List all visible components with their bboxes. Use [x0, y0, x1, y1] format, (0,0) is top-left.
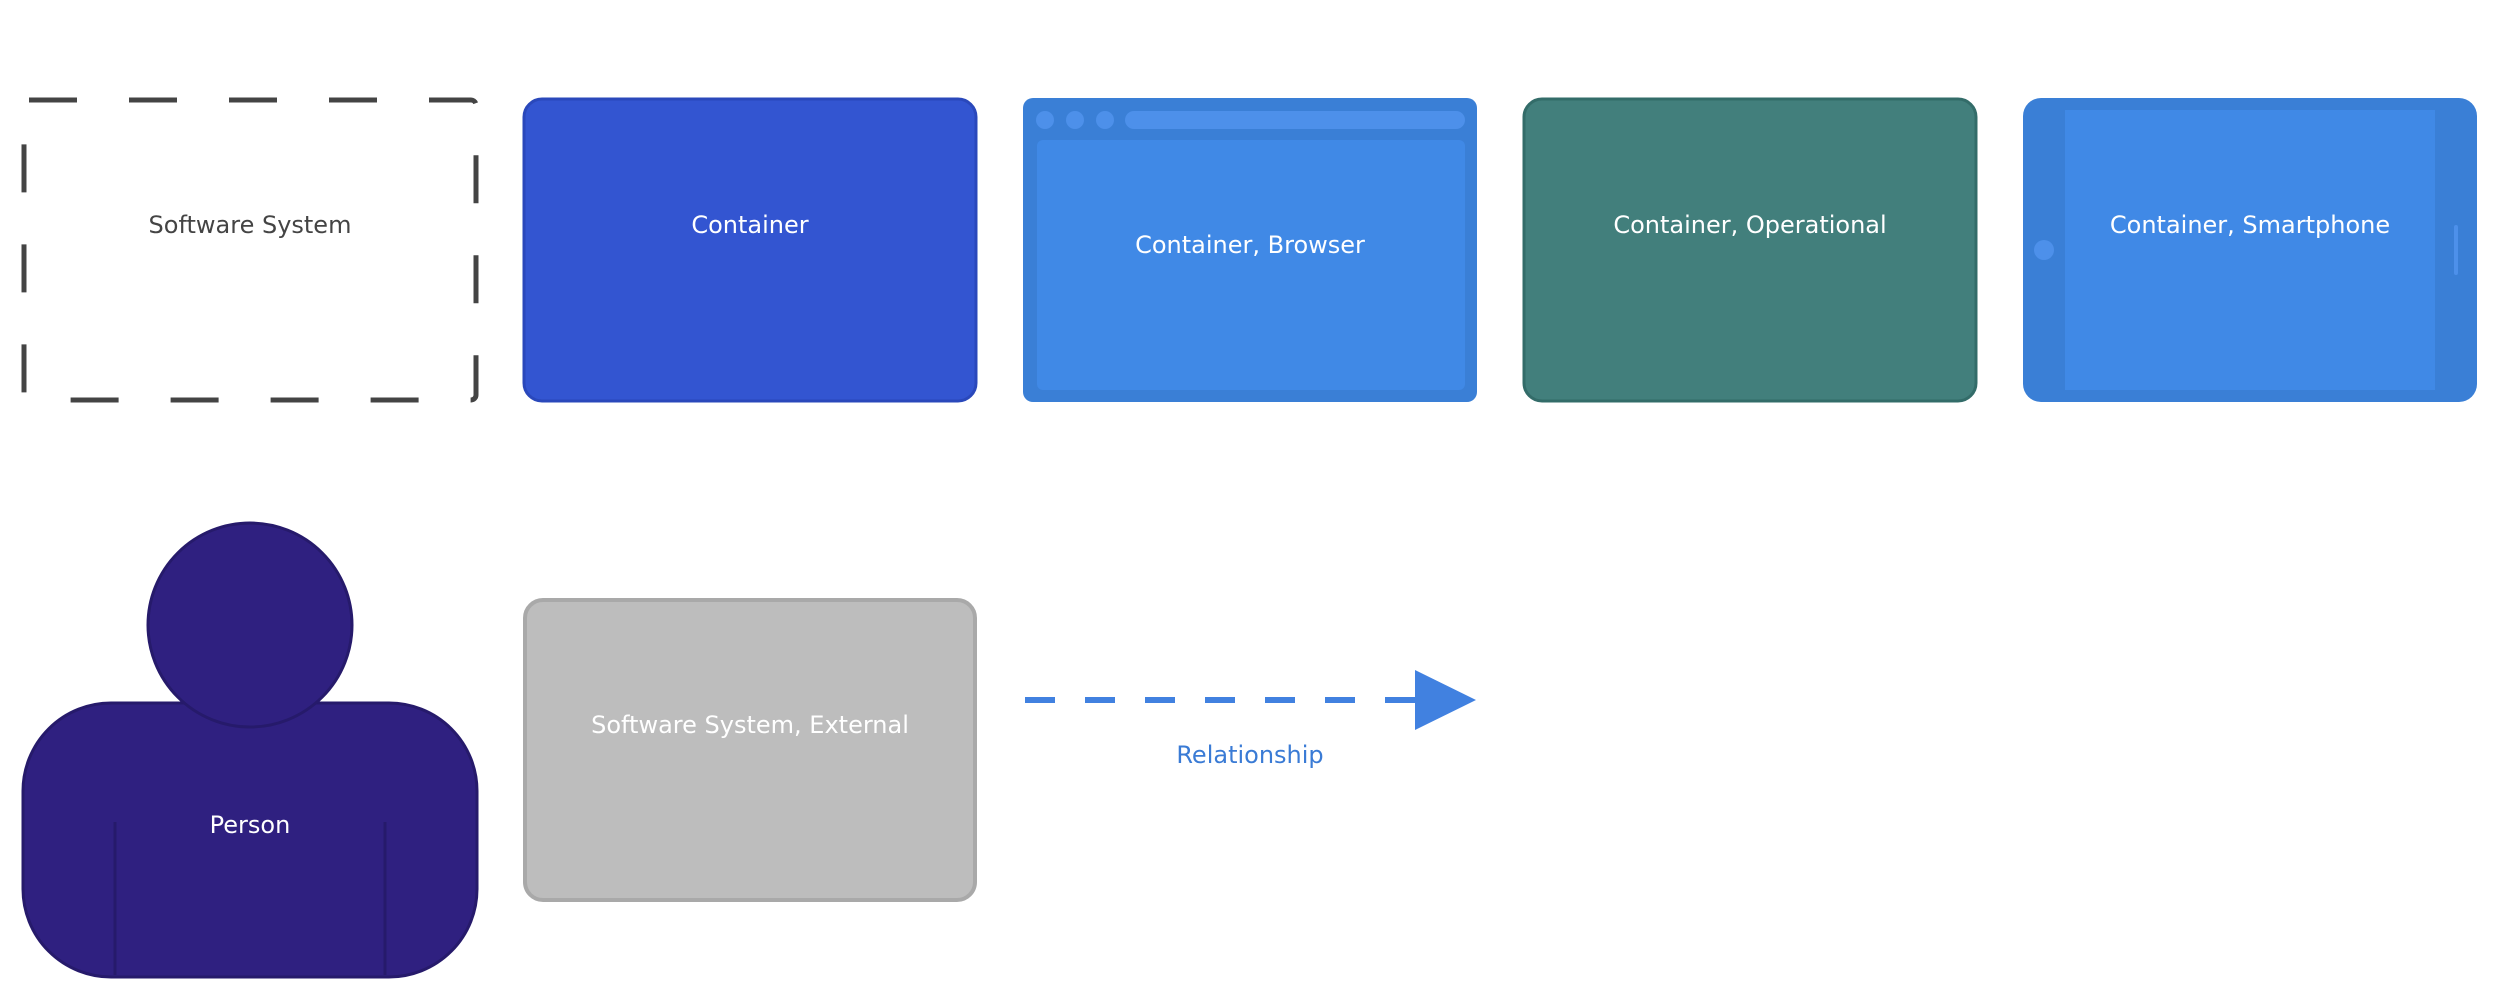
container-box	[522, 97, 978, 403]
software-system-boundary	[21, 97, 479, 403]
software-system-label: Software System	[149, 211, 352, 239]
container-browser-label: Container, Browser	[1135, 231, 1365, 259]
software-system-element[interactable]: Software System	[21, 97, 479, 403]
person-element[interactable]: Person	[21, 521, 479, 979]
browser-dot-icon	[1036, 111, 1054, 129]
container-smartphone-label: Container, Smartphone	[2110, 211, 2390, 239]
relationship-arrowhead-icon	[1415, 670, 1476, 730]
container-smartphone-element[interactable]: Container, Smartphone	[2023, 98, 2477, 402]
relationship-element[interactable]: Relationship	[1025, 670, 1476, 769]
smartphone-speaker-icon	[2454, 225, 2458, 275]
browser-dot-icon	[1066, 111, 1084, 129]
container-browser-element[interactable]: Container, Browser	[1023, 98, 1477, 402]
person-head	[146, 521, 354, 729]
container-operational-element[interactable]: Container, Operational	[1522, 97, 1978, 403]
person-body	[21, 701, 479, 979]
smartphone-screen	[2065, 110, 2435, 390]
person-label: Person	[210, 811, 291, 839]
browser-viewport	[1037, 140, 1465, 390]
browser-address-bar	[1125, 111, 1465, 129]
software-system-external-label: Software System, External	[591, 711, 909, 739]
smartphone-home-button-icon	[2034, 240, 2054, 260]
container-label: Container	[691, 211, 808, 239]
external-box	[523, 598, 977, 902]
relationship-label: Relationship	[1176, 741, 1323, 769]
browser-dot-icon	[1096, 111, 1114, 129]
software-system-external-element[interactable]: Software System, External	[523, 598, 977, 902]
container-operational-label: Container, Operational	[1613, 211, 1886, 239]
container-element[interactable]: Container	[522, 97, 978, 403]
operational-box	[1522, 97, 1978, 403]
